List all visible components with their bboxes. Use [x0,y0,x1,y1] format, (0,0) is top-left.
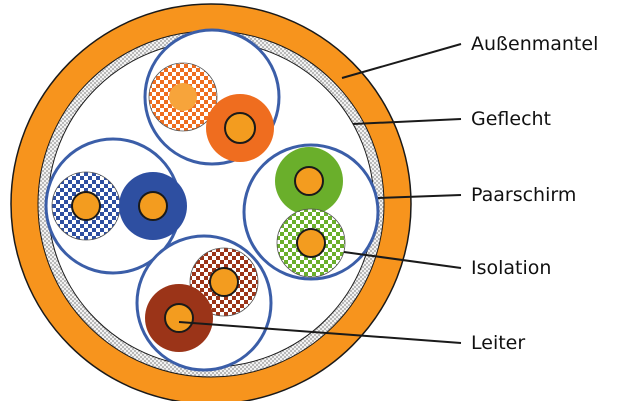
green-pair [275,147,346,278]
orange-white-conductor [169,83,197,111]
leader-line-pair-shield [377,194,462,199]
leader-line-braid [352,118,462,125]
leader-line-outer-jacket [341,43,462,79]
leader-line-conductor [178,321,462,344]
leader-line-insulation [343,251,462,269]
label-pair-shield: Paarschirm [471,184,577,206]
orange-pair [148,62,274,162]
label-conductor: Leiter [471,332,526,354]
green-conductor [294,166,324,196]
brown-white-conductor [209,267,239,297]
brown-pair [145,247,259,352]
blue-pair [51,171,187,241]
blue-conductor [138,191,168,221]
label-insulation: Isolation [471,257,552,279]
green-white-conductor [296,228,326,258]
label-braid: Geflecht [471,108,552,130]
label-outer-jacket: Außenmantel [471,33,599,55]
orange-conductor [224,112,256,144]
brown-conductor [164,303,194,333]
blue-white-conductor [71,191,101,221]
